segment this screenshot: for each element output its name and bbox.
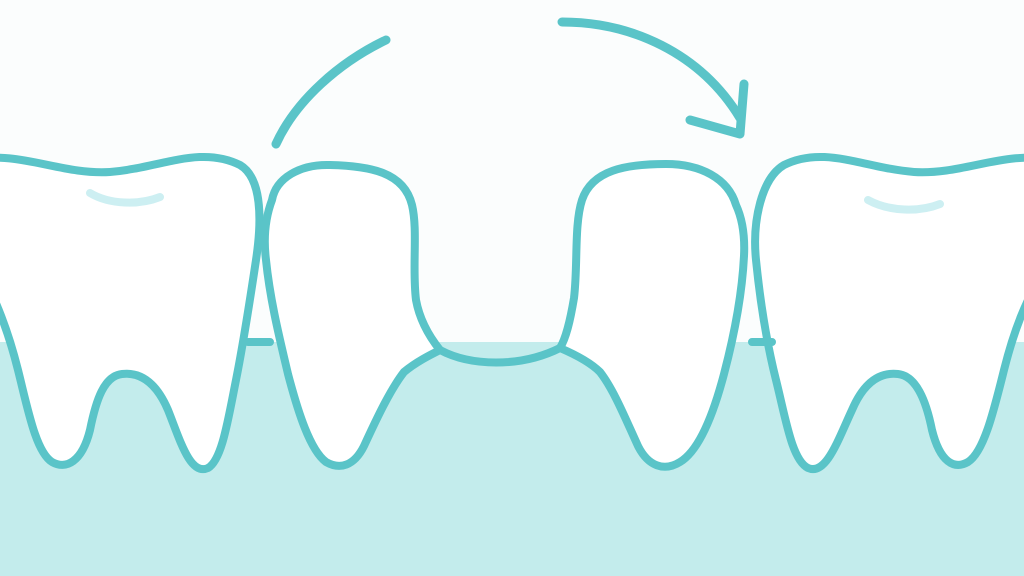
tooth-right-molar [751,153,1024,474]
gum-area [0,342,1024,576]
curved-arrow-right-icon [557,17,749,139]
right-arc-head [685,79,749,139]
curved-arrow-left-icon [271,35,391,149]
gum-line [244,338,776,367]
tooth-left-inner [260,160,444,470]
right-arc-shaft [557,17,745,123]
tooth-right-inner [556,160,749,471]
left-molar-shine [86,189,164,207]
left-inner-outline [260,160,444,470]
tooth-left-molar [0,153,264,474]
right-inner-outline [556,160,749,471]
right-molar-shine [864,196,944,214]
left-molar-outline [0,153,264,474]
right-molar-outline [751,153,1024,474]
